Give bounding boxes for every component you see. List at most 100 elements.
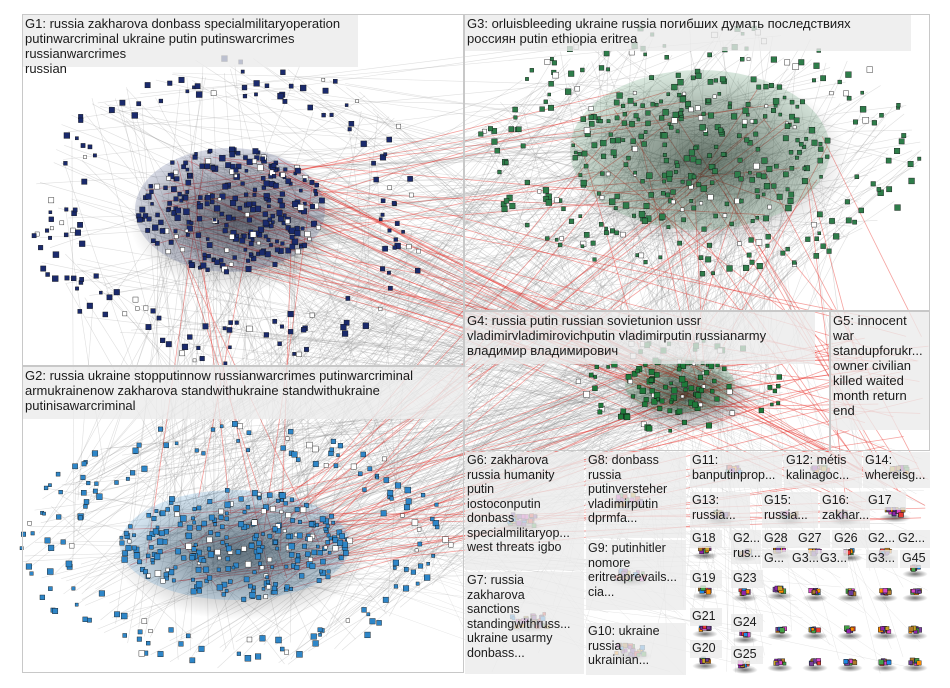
network-edge [307, 192, 701, 550]
cluster-shadow [114, 490, 368, 620]
group-label-g26: G26 [832, 530, 866, 548]
network-edge [334, 181, 609, 626]
subgroup-shadow [837, 664, 863, 672]
network-edge [292, 62, 590, 576]
network-node [139, 206, 146, 213]
network-edge [348, 128, 374, 321]
network-node [908, 626, 914, 632]
network-edge [42, 101, 667, 499]
subgroup-shadow [692, 630, 718, 638]
network-node [280, 241, 285, 246]
network-node [228, 262, 234, 267]
network-node [303, 201, 307, 206]
network-edge [288, 252, 493, 644]
group-label-g6: G6: zakharova russia humanity putin iost… [465, 452, 584, 570]
network-node [737, 133, 742, 139]
network-edge [406, 256, 660, 530]
network-node [93, 273, 99, 279]
network-node [295, 248, 301, 255]
subgroup-shadow [802, 632, 828, 640]
network-node [165, 248, 171, 255]
network-edge [132, 384, 644, 466]
network-edge [275, 249, 768, 339]
network-node [49, 226, 54, 231]
network-node [270, 213, 275, 219]
network-node [782, 95, 787, 100]
network-edge [318, 367, 667, 516]
subgroup-shadow [902, 664, 928, 672]
network-node [300, 226, 305, 231]
network-edge [212, 79, 593, 510]
network-edge [172, 375, 679, 505]
network-edge [155, 79, 604, 188]
group-label-g12: G12: métis kalinagoc... [784, 452, 862, 488]
network-node [102, 311, 109, 318]
network-node [387, 185, 392, 190]
network-node [229, 151, 236, 158]
network-node [706, 625, 711, 630]
cluster-core [120, 490, 350, 600]
network-node [222, 228, 228, 234]
subgroup-shadow [902, 632, 928, 640]
group-label-g45: G45 [900, 550, 930, 568]
network-edge [205, 173, 669, 497]
network-node [87, 144, 93, 150]
network-node [254, 92, 258, 97]
network-edge [140, 405, 689, 472]
group-label-g14: G14: whereisg... [863, 452, 930, 488]
network-edge [305, 358, 665, 514]
network-node [816, 661, 821, 666]
network-node [174, 176, 180, 182]
network-node [908, 660, 913, 665]
network-node [297, 204, 304, 211]
network-edge [109, 104, 366, 137]
network-node [289, 243, 296, 250]
group-label-g10: G10: ukraine russia ukrainian... [586, 623, 686, 675]
group-label-g11: G11: banputinprop... [690, 452, 782, 488]
network-node [45, 228, 50, 233]
network-edge [398, 341, 660, 542]
network-node [222, 326, 227, 331]
network-node [173, 196, 179, 202]
network-node [280, 69, 286, 75]
network-node [264, 197, 269, 202]
network-node [347, 127, 352, 132]
group-label-g5: G5: innocent war standupforukr... owner … [831, 312, 929, 430]
network-edge [481, 144, 567, 234]
network-node [243, 248, 248, 252]
network-node [154, 183, 160, 190]
network-node [262, 211, 269, 217]
network-edge [327, 113, 379, 557]
network-node [572, 155, 578, 161]
network-node [250, 206, 256, 213]
network-node [214, 259, 220, 265]
network-edge [313, 84, 635, 221]
network-edge [105, 393, 672, 449]
network-node [342, 330, 349, 337]
network-node [185, 167, 190, 172]
network-node [233, 174, 238, 178]
network-node [246, 258, 251, 263]
network-node [198, 195, 203, 200]
network-edge [342, 409, 591, 475]
network-node [661, 132, 668, 139]
network-node [911, 567, 916, 572]
network-node [754, 188, 760, 194]
network-node [782, 661, 787, 666]
network-node [239, 237, 246, 244]
network-node [222, 183, 229, 190]
network-node [392, 245, 397, 250]
network-node [195, 232, 202, 238]
network-edge [207, 446, 257, 451]
network-node [206, 253, 211, 259]
network-node [244, 169, 249, 173]
network-node [243, 155, 248, 160]
network-node [288, 83, 294, 89]
network-node [632, 213, 637, 218]
network-node [246, 325, 253, 332]
network-node [780, 250, 786, 256]
network-node [233, 167, 239, 173]
group-label-g3-c: G3... [866, 550, 898, 568]
network-node [304, 231, 311, 237]
network-node [183, 208, 190, 215]
